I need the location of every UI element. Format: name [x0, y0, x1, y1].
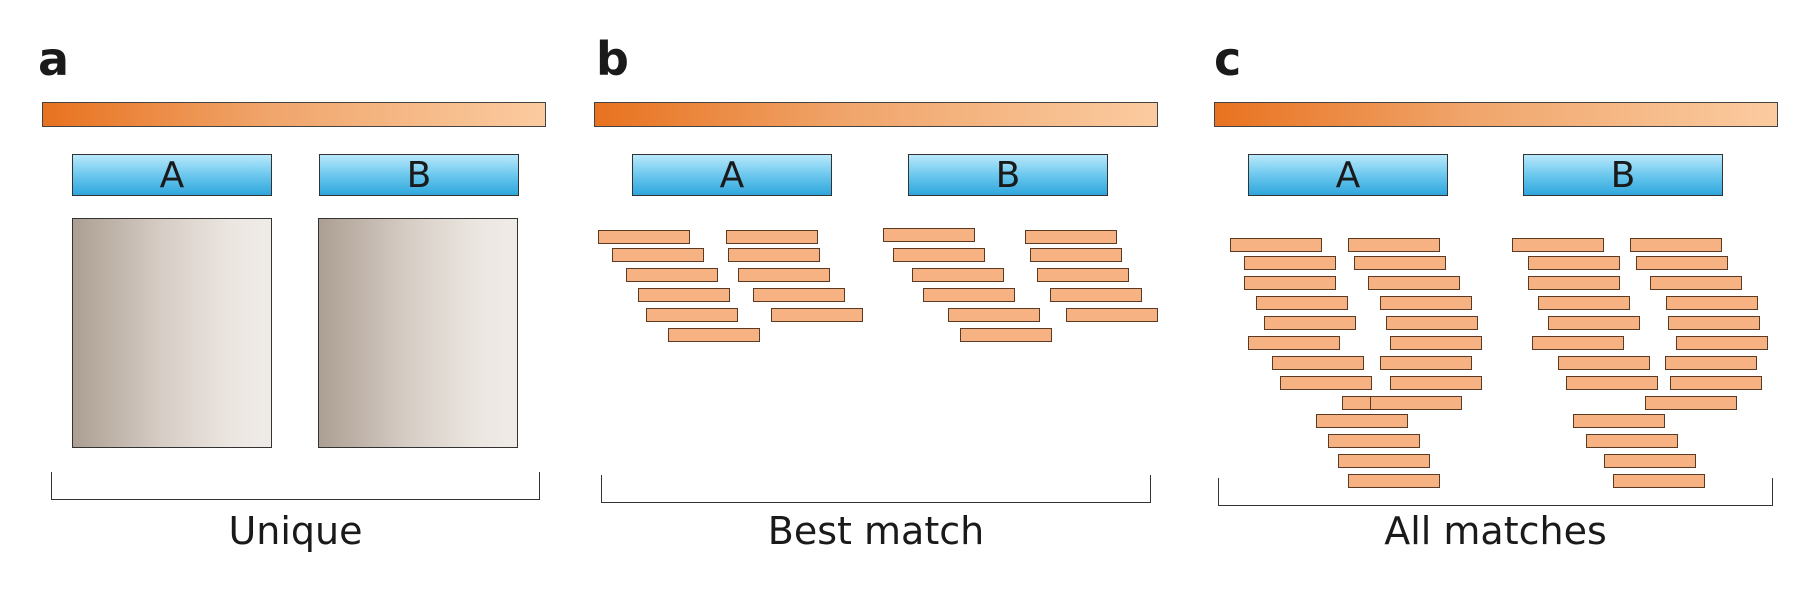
- caption: All matches: [1384, 509, 1607, 553]
- read: [1538, 296, 1630, 310]
- coverage-block-a: [72, 218, 272, 448]
- read: [726, 230, 818, 244]
- read: [1604, 454, 1696, 468]
- read: [1370, 396, 1462, 410]
- genome-bar: [42, 102, 546, 127]
- read: [1548, 316, 1640, 330]
- gene-a-box: A: [72, 154, 272, 196]
- panel-letter: b: [596, 32, 629, 86]
- read: [753, 288, 845, 302]
- read: [1670, 376, 1762, 390]
- read: [1030, 248, 1122, 262]
- read: [1272, 356, 1364, 370]
- read: [1348, 238, 1440, 252]
- read: [1390, 376, 1482, 390]
- read: [1248, 336, 1340, 350]
- read: [1354, 256, 1446, 270]
- gene-a-box: A: [1248, 154, 1448, 196]
- read: [1380, 296, 1472, 310]
- read: [612, 248, 704, 262]
- read: [771, 308, 863, 322]
- read: [646, 308, 738, 322]
- gene-b-box: B: [319, 154, 519, 196]
- read: [1244, 276, 1336, 290]
- read: [1586, 434, 1678, 448]
- genome-bar: [1214, 102, 1778, 127]
- read: [1613, 474, 1705, 488]
- read: [883, 228, 975, 242]
- read: [1390, 336, 1482, 350]
- read: [1386, 316, 1478, 330]
- panel-a: a A B Unique: [0, 0, 590, 600]
- panel-c: c A B All matches: [1210, 0, 1816, 600]
- read: [1528, 276, 1620, 290]
- read: [1558, 356, 1650, 370]
- read: [1676, 336, 1768, 350]
- read: [1025, 230, 1117, 244]
- read: [1380, 356, 1472, 370]
- read: [1230, 238, 1322, 252]
- panel-letter: c: [1214, 32, 1242, 86]
- read: [1532, 336, 1624, 350]
- read: [1328, 434, 1420, 448]
- panel-b: b A B Best match: [590, 0, 1210, 600]
- caption: Unique: [228, 509, 363, 553]
- read: [638, 288, 730, 302]
- read: [1650, 276, 1742, 290]
- read: [1665, 356, 1757, 370]
- read: [1066, 308, 1158, 322]
- read: [626, 268, 718, 282]
- read: [1573, 414, 1665, 428]
- read: [960, 328, 1052, 342]
- read: [1050, 288, 1142, 302]
- read: [948, 308, 1040, 322]
- read: [1037, 268, 1129, 282]
- read: [1636, 256, 1728, 270]
- bracket: [601, 475, 1151, 503]
- read: [1348, 474, 1440, 488]
- read: [923, 288, 1015, 302]
- read: [1256, 296, 1348, 310]
- read: [1244, 256, 1336, 270]
- read: [738, 268, 830, 282]
- read: [1316, 414, 1408, 428]
- read: [912, 268, 1004, 282]
- bracket: [51, 472, 540, 500]
- read: [1368, 276, 1460, 290]
- read: [1512, 238, 1604, 252]
- coverage-block-b: [318, 218, 518, 448]
- read: [1630, 238, 1722, 252]
- read: [1666, 296, 1758, 310]
- read: [598, 230, 690, 244]
- gene-a-box: A: [632, 154, 832, 196]
- read: [1566, 376, 1658, 390]
- panel-letter: a: [38, 32, 70, 86]
- read: [728, 248, 820, 262]
- read: [1264, 316, 1356, 330]
- read: [1280, 376, 1372, 390]
- genome-bar: [594, 102, 1158, 127]
- read: [668, 328, 760, 342]
- read: [1668, 316, 1760, 330]
- gene-b-box: B: [908, 154, 1108, 196]
- read: [1338, 454, 1430, 468]
- bracket: [1218, 478, 1773, 506]
- gene-b-box: B: [1523, 154, 1723, 196]
- caption: Best match: [767, 509, 985, 553]
- read: [1528, 256, 1620, 270]
- read: [1645, 396, 1737, 410]
- read: [893, 248, 985, 262]
